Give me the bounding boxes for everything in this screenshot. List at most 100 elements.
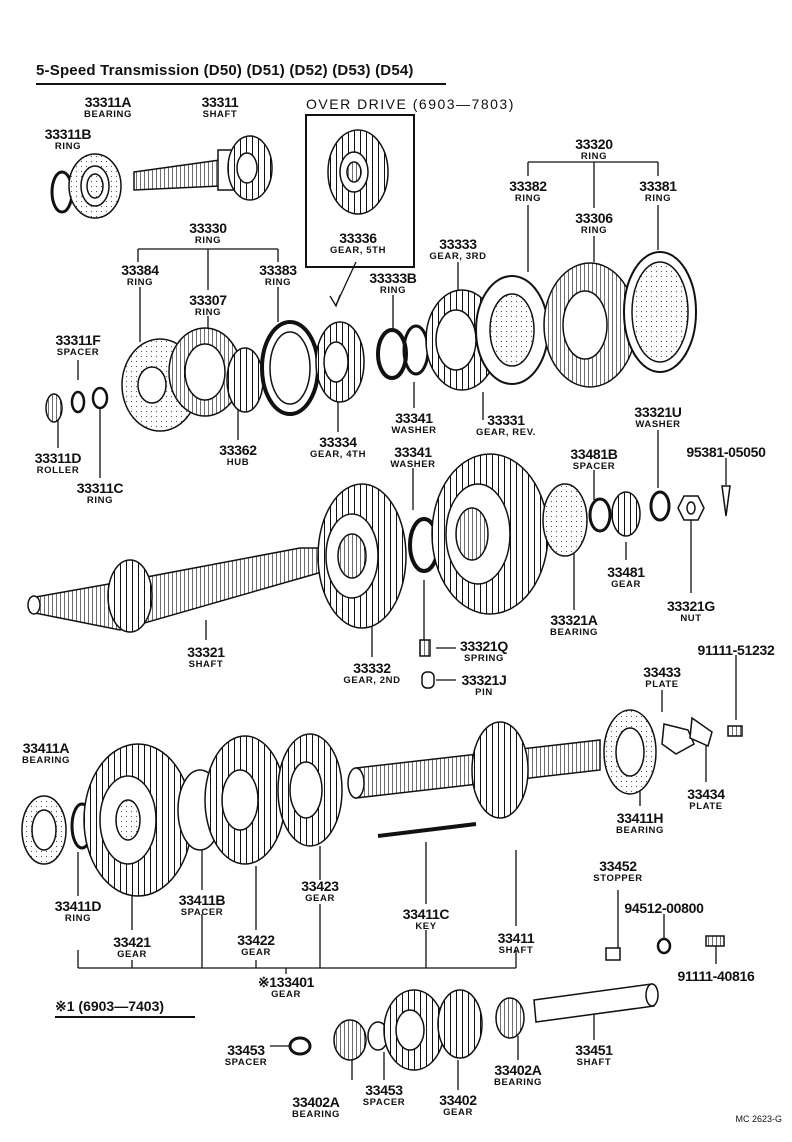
part-number: 33481B <box>570 446 618 462</box>
part-number: 91111-40816 <box>677 968 755 984</box>
part-name: GEAR <box>271 989 301 1000</box>
part-number: 33332 <box>353 660 391 676</box>
part-number: 33320 <box>575 136 613 152</box>
diagram-title: 5-Speed Transmission (D50) (D51) (D52) (… <box>36 62 414 79</box>
part-name: WASHER <box>390 459 436 470</box>
part-name: GEAR, 2ND <box>343 675 401 686</box>
part-number: 33402A <box>292 1094 340 1110</box>
part-name: GEAR, REV. <box>475 427 537 438</box>
part-number: 33411 <box>497 930 535 946</box>
part-name: SHAFT <box>202 109 238 120</box>
part-name: NUT <box>680 613 702 624</box>
part-number: 33362 <box>219 442 257 458</box>
part-name: GEAR <box>117 949 147 960</box>
footnote-underline <box>55 1016 195 1018</box>
part-name: WASHER <box>635 419 681 430</box>
part-number: 33383 <box>259 262 297 278</box>
drawing-code: MC 2623-G <box>735 1114 782 1124</box>
part-number: 33311F <box>55 332 101 348</box>
part-number: 33433 <box>643 664 681 680</box>
part-number: 33311A <box>84 94 132 110</box>
part-number: 91111-51232 <box>697 642 775 658</box>
part-name: SHAFT <box>576 1057 612 1068</box>
part-number: 33411H <box>616 810 664 826</box>
part-number: 33382 <box>509 178 547 194</box>
part-name: GEAR, 4TH <box>309 449 367 460</box>
part-name: ROLLER <box>36 465 80 476</box>
part-name: GEAR <box>305 893 335 904</box>
overdrive-title: OVER DRIVE (6903—7803) <box>306 96 515 112</box>
part-number: 33321 <box>187 644 225 660</box>
part-number: 95381-05050 <box>686 444 766 460</box>
part-number: ※133401 <box>257 974 315 990</box>
part-name: RING <box>54 141 82 152</box>
overdrive-inset-box <box>305 114 415 268</box>
part-name: SPACER <box>362 1097 406 1108</box>
part-number: 33452 <box>599 858 637 874</box>
part-name: RING <box>86 495 114 506</box>
part-name: RING <box>64 913 92 924</box>
part-number: 33402 <box>439 1092 477 1108</box>
part-name: RING <box>514 193 542 204</box>
part-name: RING <box>194 235 222 246</box>
part-number: 33333B <box>369 270 417 286</box>
part-name: BEARING <box>615 825 665 836</box>
part-name: BEARING <box>83 109 133 120</box>
part-number: 33451 <box>575 1042 613 1058</box>
part-number: 33334 <box>319 434 357 450</box>
part-callout: 95381-05050 <box>686 444 766 460</box>
part-number: 33411C <box>402 906 450 922</box>
part-name: PIN <box>475 687 493 698</box>
part-name: WASHER <box>391 425 437 436</box>
part-name: SPACER <box>224 1057 268 1068</box>
part-number: 94512-00800 <box>624 900 704 916</box>
footnote-production-range: ※1 (6903—7403) <box>55 998 165 1014</box>
part-number: 33333 <box>439 236 477 252</box>
part-number: 33331 <box>487 412 525 428</box>
part-number: 33336 <box>339 230 377 246</box>
part-number: 33411D <box>54 898 102 914</box>
part-name: SPACER <box>572 461 616 472</box>
part-name: HUB <box>226 457 250 468</box>
part-name: STOPPER <box>593 873 643 884</box>
part-name: RING <box>580 151 608 162</box>
part-number: 33311D <box>34 450 82 466</box>
part-number: 33453 <box>365 1082 403 1098</box>
part-name: SHAFT <box>188 659 224 670</box>
part-number: 33341 <box>394 444 432 460</box>
part-callout: 91111-51232 <box>697 642 775 658</box>
part-number: 33384 <box>121 262 159 278</box>
part-callout: 91111-40816 <box>677 968 755 984</box>
part-name: PLATE <box>645 679 679 690</box>
part-name: KEY <box>415 921 437 932</box>
title-underline <box>36 83 446 85</box>
